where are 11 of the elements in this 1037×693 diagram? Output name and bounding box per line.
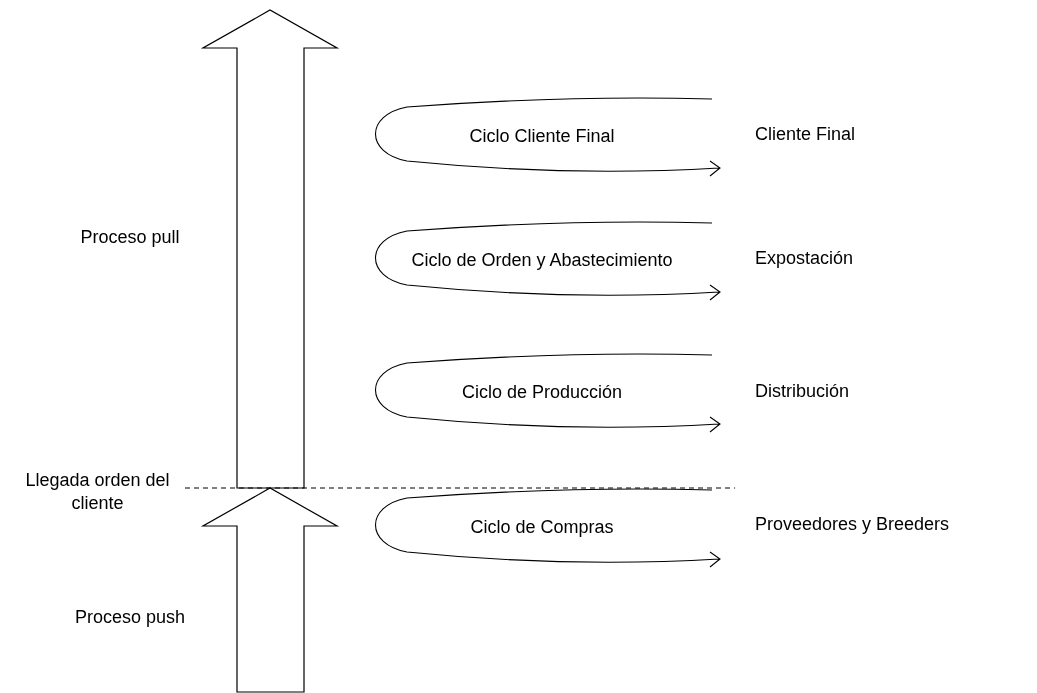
- process-label: Proceso push: [74, 607, 186, 627]
- stage-label: Expostación: [755, 248, 854, 268]
- cycle-label: Ciclo de Compras: [470, 515, 614, 539]
- cycle-label: Ciclo de Producción: [461, 380, 623, 404]
- cycle-label: Ciclo de Orden y Abastecimiento: [411, 248, 673, 272]
- process-label: Proceso pull: [80, 227, 180, 247]
- stage-label: Cliente Final: [755, 124, 856, 144]
- event-label: Llegada orden del cliente: [25, 470, 170, 513]
- cycle-label: Ciclo Cliente Final: [469, 124, 615, 148]
- stage-label: Proveedores y Breeders: [755, 514, 950, 534]
- stage-label: Distribución: [755, 381, 850, 401]
